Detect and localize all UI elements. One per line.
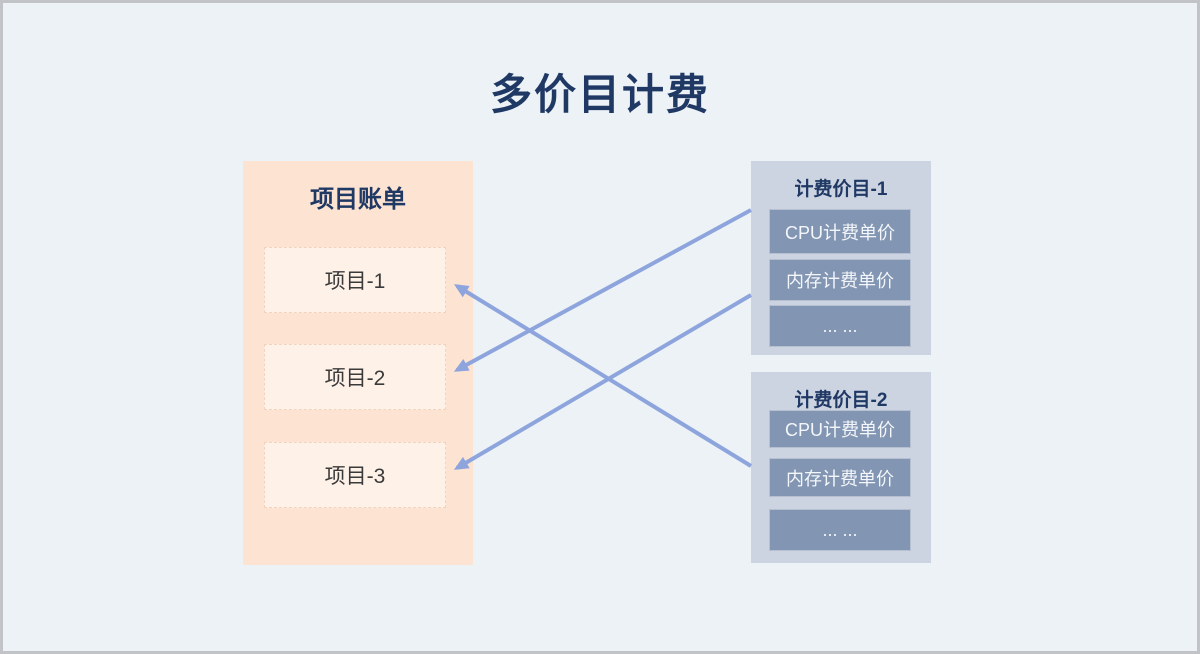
bill-item-project-3: 项目-3 xyxy=(264,442,446,508)
bill-item-label: 项目-3 xyxy=(324,465,386,488)
price-row-ellipsis: ... ... xyxy=(769,509,911,551)
bill-panel-title: 项目账单 xyxy=(310,186,406,213)
bill-item-label: 项目-2 xyxy=(324,367,386,390)
price-row-label: CPU计费单价 xyxy=(784,222,895,243)
page-title: 多价目计费 xyxy=(489,71,710,118)
price-row-memory: 内存计费单价 xyxy=(769,259,911,301)
price-row-label: ... ... xyxy=(822,519,858,540)
price-list-panel-1: 计费价目-1 CPU计费单价 内存计费单价 ... ... xyxy=(751,161,931,355)
bill-panel: 项目账单 项目-1 项目-2 项目-3 xyxy=(243,161,473,565)
price-row-label: 内存计费单价 xyxy=(786,271,894,291)
price-list-title: 计费价目-1 xyxy=(794,179,888,200)
price-list-panel-2: 计费价目-2 CPU计费单价 内存计费单价 ... ... xyxy=(751,372,931,563)
price-row-memory: 内存计费单价 xyxy=(769,458,911,497)
arrow-pricelist2-to-project1 xyxy=(453,284,753,468)
price-row-label: CPU计费单价 xyxy=(784,420,895,440)
price-row-ellipsis: ... ... xyxy=(769,305,911,347)
price-row-label: 内存计费单价 xyxy=(786,468,894,489)
price-row-cpu: CPU计费单价 xyxy=(769,410,911,448)
price-list-title: 计费价目-2 xyxy=(794,390,888,411)
bill-item-label: 项目-1 xyxy=(324,270,386,293)
arrow-pricelist1-to-project2 xyxy=(453,208,752,372)
arrow-pricelist1-to-project3 xyxy=(453,293,753,470)
price-row-label: ... ... xyxy=(822,315,858,336)
price-row-cpu: CPU计费单价 xyxy=(769,209,911,254)
bill-item-project-2: 项目-2 xyxy=(264,344,446,410)
bill-item-project-1: 项目-1 xyxy=(264,247,446,313)
